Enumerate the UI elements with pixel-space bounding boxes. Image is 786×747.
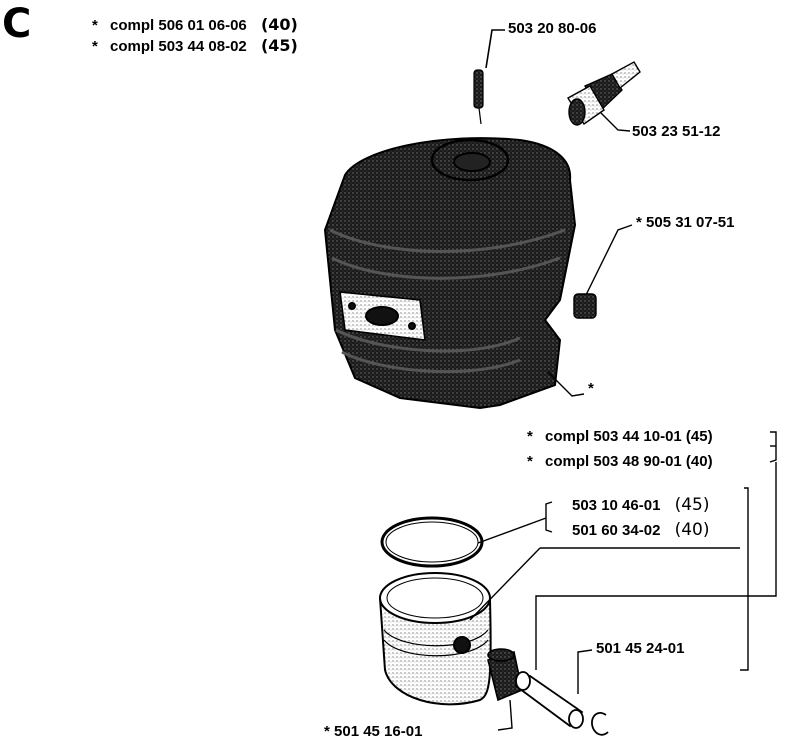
label-ring-45: 503 10 46-01 (45) — [572, 496, 710, 515]
label-ring-45-variant: (45) — [674, 495, 710, 515]
label-piston-pin: 501 45 24-01 — [596, 640, 685, 657]
label-ring-45-text: 503 10 46-01 — [572, 497, 661, 514]
leader-pin-top — [485, 29, 505, 69]
label-ring-40: 501 60 34-02 (40) — [572, 521, 710, 540]
leader-nut — [585, 224, 633, 296]
bracket-piston-kits — [535, 431, 777, 671]
label-piston-kit-45-text: compl 503 44 10-01 (45) — [545, 428, 713, 445]
label-ring-40-variant: (40) — [674, 520, 710, 540]
header-kit-40: * compl 506 01 06-06 (40) — [92, 16, 298, 35]
pin-top-part — [473, 69, 484, 125]
label-ring-40-text: 501 60 34-02 — [572, 522, 661, 539]
label-piston-kit-40: * compl 503 48 90-01 (40) — [527, 453, 713, 471]
needle-bearing-part — [487, 648, 523, 702]
cylinder-part — [323, 137, 577, 410]
label-cylinder-mark: * — [588, 380, 594, 397]
header-kit-45-text: compl 503 44 08-02 — [110, 38, 247, 55]
header-kit-40-text: compl 506 01 06-06 — [110, 17, 247, 34]
piston-pin-part — [514, 671, 584, 729]
label-nut: * 505 31 07-51 — [636, 214, 735, 231]
header-kit-45: * compl 503 44 08-02 (45) — [92, 37, 298, 56]
leader-needle-bearing — [497, 699, 513, 731]
header-kit-40-star: * — [92, 17, 98, 34]
header-kit-40-variant: (40) — [260, 15, 298, 34]
leader-cylinder-mark — [547, 371, 585, 397]
leader-spark-plug — [599, 111, 631, 132]
section-letter: C — [2, 1, 32, 47]
label-piston-kit-45: * compl 503 44 10-01 (45) — [527, 428, 713, 446]
spark-plug-part — [567, 61, 641, 126]
piston-part — [378, 572, 492, 706]
leader-piston — [469, 547, 740, 621]
bracket-rings — [477, 501, 553, 544]
label-needle-bearing: * 501 45 16-01 — [324, 723, 423, 740]
nut-part — [573, 293, 597, 319]
label-pin-top: 503 20 80-06 — [508, 20, 597, 37]
circlip-part — [591, 712, 609, 736]
label-spark-plug: 503 23 51-12 — [632, 123, 721, 140]
header-kit-45-variant: (45) — [260, 36, 298, 55]
header-kit-45-star: * — [92, 38, 98, 55]
label-piston-kit-40-text: compl 503 48 90-01 (40) — [545, 453, 713, 470]
piston-ring-part — [380, 516, 484, 568]
label-piston-kit-40-star: * — [527, 453, 533, 470]
leader-piston-pin — [577, 649, 593, 694]
label-piston-kit-45-star: * — [527, 428, 533, 445]
